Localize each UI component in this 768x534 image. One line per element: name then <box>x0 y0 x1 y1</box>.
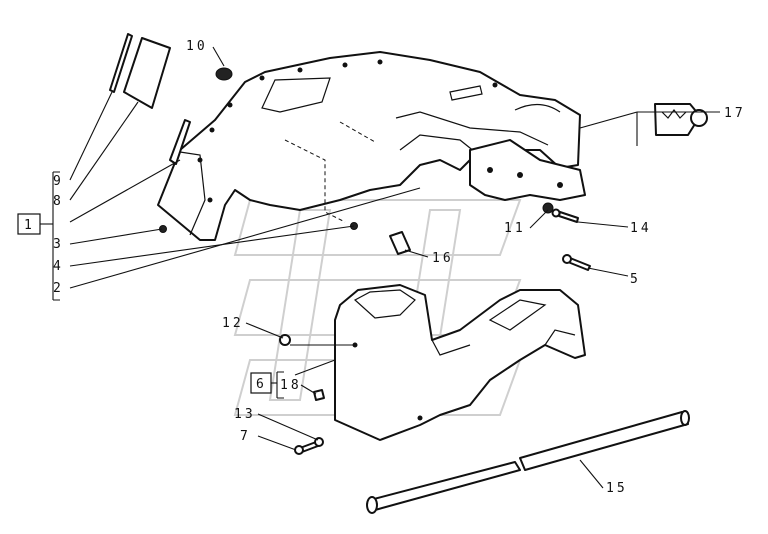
callout-17: 17 <box>724 106 746 121</box>
callout-5: 5 <box>630 272 641 287</box>
bracket-group-6 <box>250 371 284 399</box>
bracket-plate <box>469 139 586 201</box>
small-parts <box>109 33 708 455</box>
callout-14: 14 <box>630 221 652 236</box>
lower-console-housing <box>334 284 586 441</box>
callout-8: 8 <box>53 194 64 209</box>
callout-7: 7 <box>240 429 251 444</box>
callout-3: 3 <box>53 237 64 252</box>
callout-18: 18 <box>280 378 302 393</box>
callout-2: 2 <box>53 281 64 296</box>
callout-11: 11 <box>504 221 526 236</box>
callout-4: 4 <box>53 259 64 274</box>
callout-10: 10 <box>186 39 208 54</box>
callout-9: 9 <box>53 174 64 189</box>
callout-1: 1 <box>24 218 35 233</box>
bracket-group-1 <box>17 171 60 301</box>
callout-13: 13 <box>234 407 256 422</box>
trim-strip <box>366 410 690 514</box>
callout-12: 12 <box>222 316 244 331</box>
callout-6: 6 <box>256 377 267 392</box>
callout-15: 15 <box>606 481 628 496</box>
callout-16: 16 <box>432 251 454 266</box>
callout-labels: 1 9 8 3 4 2 10 17 11 14 5 16 12 6 18 13 … <box>24 39 746 496</box>
leader-lines <box>69 46 720 489</box>
